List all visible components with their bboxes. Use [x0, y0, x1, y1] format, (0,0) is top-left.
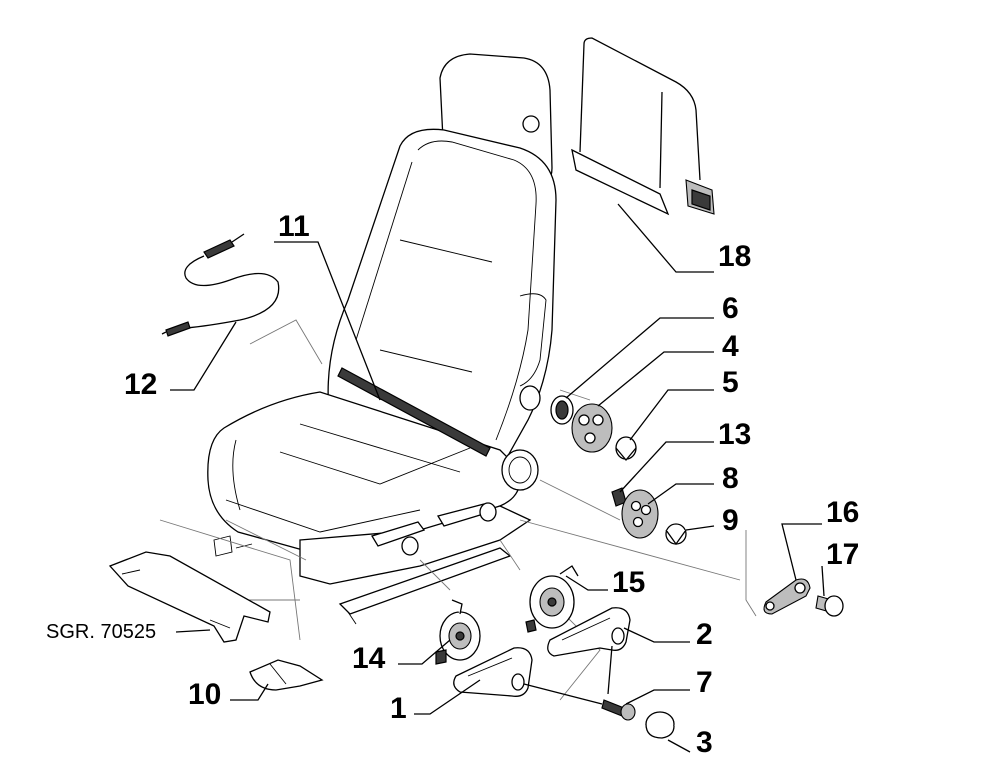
leader-sgr — [175, 629, 211, 633]
recline-knob — [501, 449, 539, 491]
callout-11: 11 — [278, 210, 310, 243]
callout-18: 18 — [718, 240, 751, 273]
part-12-cable — [161, 233, 280, 337]
backrest — [327, 128, 557, 471]
part-9-cap — [665, 523, 687, 546]
part-2-lever — [547, 607, 631, 657]
callout-1: 1 — [390, 692, 407, 725]
leader-9 — [685, 525, 715, 531]
leader-10 — [230, 683, 269, 701]
leader-7 — [625, 689, 690, 705]
reference-frame-part — [108, 551, 271, 643]
leader-12 — [170, 321, 237, 391]
callout-9: 9 — [722, 504, 739, 537]
leader-11 — [274, 241, 381, 401]
part-3-cap — [645, 711, 675, 739]
callout-8: 8 — [722, 462, 739, 495]
leader-18 — [617, 203, 714, 273]
callout-13: 13 — [718, 418, 751, 451]
leader-2b — [607, 645, 613, 695]
leader-3 — [667, 739, 691, 753]
leader-5 — [629, 389, 714, 441]
callout-15: 15 — [612, 566, 645, 599]
part-15-mechanism — [525, 565, 579, 633]
leader-7b — [523, 683, 603, 705]
seat-lever-left — [371, 521, 426, 547]
part-17-bolt — [815, 595, 844, 617]
leader-1 — [414, 679, 481, 715]
reference-label: SGR. 70525 — [46, 621, 156, 643]
callout-4: 4 — [722, 330, 739, 363]
leader-lines — [170, 203, 825, 753]
callout-labels: 11 12 18 6 4 5 13 8 9 16 17 15 2 7 3 1 1… — [46, 210, 859, 759]
leader-14 — [398, 639, 451, 665]
seat-rail — [338, 547, 512, 615]
leader-13 — [619, 441, 714, 493]
part-7-screw — [601, 699, 636, 721]
part-16-link — [763, 578, 811, 615]
part-6-ring — [550, 395, 574, 425]
part-14-mechanism — [435, 599, 481, 665]
part-10-bracket — [249, 659, 324, 691]
leader-15 — [565, 575, 608, 591]
callout-6: 6 — [722, 292, 739, 325]
callout-2: 2 — [696, 618, 713, 651]
part-4-knob-plate — [571, 403, 613, 453]
leader-8 — [647, 483, 714, 505]
callout-10: 10 — [188, 678, 221, 711]
callout-7: 7 — [696, 666, 713, 699]
headrest-button — [522, 115, 540, 133]
leader-6 — [565, 317, 714, 399]
callout-5: 5 — [722, 366, 739, 399]
leader-4 — [597, 351, 714, 407]
callout-14: 14 — [352, 642, 386, 675]
part-8-knob-plate — [621, 489, 659, 539]
leader-2 — [623, 627, 690, 643]
leader-17 — [821, 565, 825, 597]
callout-17: 17 — [826, 538, 859, 571]
leader-16 — [781, 523, 822, 581]
callout-12: 12 — [124, 368, 157, 401]
part-5-cap — [615, 436, 637, 462]
callout-3: 3 — [696, 726, 713, 759]
part-18-back-panel — [571, 37, 715, 216]
callout-16: 16 — [826, 496, 859, 529]
